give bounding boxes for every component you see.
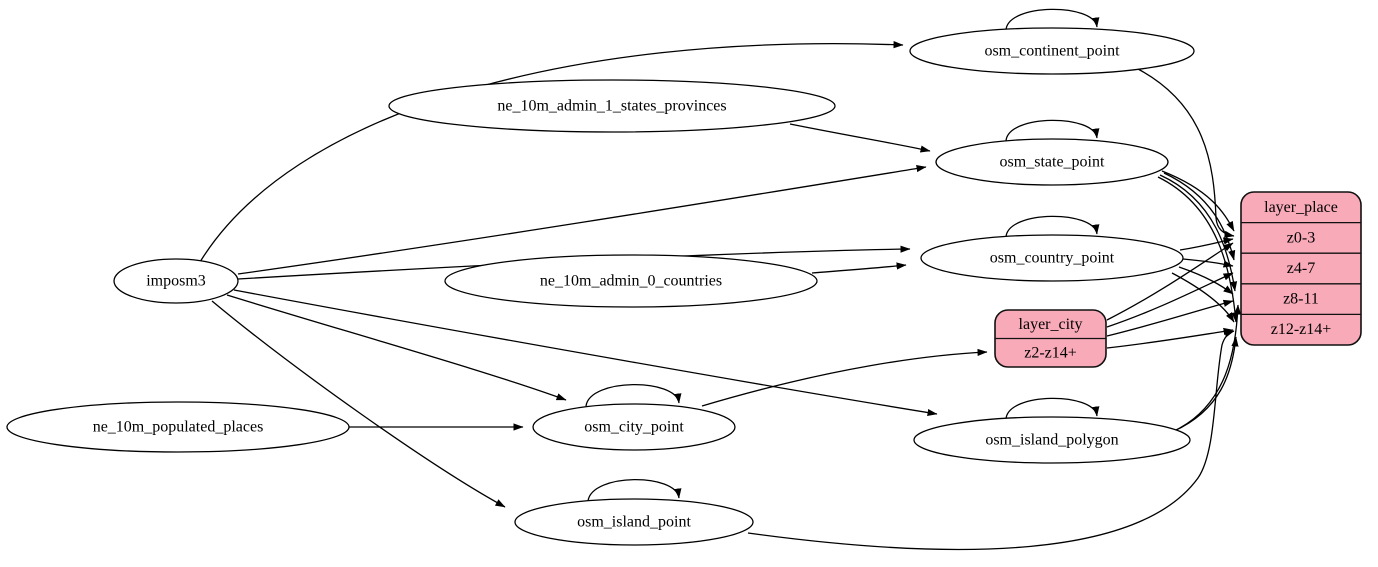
edge-osm_city_point-to-osm_city_point-self-loop <box>585 383 682 407</box>
edge-osm_country_point-to-layer_place:z8-11 <box>1178 266 1234 295</box>
record-shape-layer_place <box>1240 191 1362 346</box>
node-osm_country_point: osm_country_point <box>920 234 1184 282</box>
node-label-osm_continent_point: osm_continent_point <box>984 43 1120 60</box>
record-layer_city: layer_city z2-z14+ <box>994 309 1107 368</box>
edge-layer <box>199 8 1242 551</box>
node-shape-osm_country_point <box>920 234 1184 282</box>
edge-osm_island_polygon-to-layer_place:z12-z14+ <box>1173 336 1239 432</box>
node-shape-ne_10m_admin_1_states_provinces <box>388 79 836 133</box>
node-label-osm_island_polygon: osm_island_polygon <box>985 432 1118 449</box>
node-layer: imposm3 ne_10m_populated_places ne_10m_adm… <box>6 27 1362 546</box>
node-shape-osm_state_point <box>935 138 1169 186</box>
edge-osm_city_point-to-layer_city:z2-z14+ <box>701 348 988 407</box>
edge-osm_state_point-to-osm_state_point-self-loop <box>1005 119 1100 142</box>
node-label-ne_10m_admin_1_states_provinces: ne_10m_admin_1_states_provinces <box>497 98 726 115</box>
edge-osm_country_point-to-osm_country_point-self-loop <box>1005 215 1100 238</box>
edge-imposm3-to-osm_island_polygon <box>233 289 938 417</box>
record-row-layer_place-z8-11: z8-11 <box>1283 291 1319 308</box>
edge-layer_city-to-layer_place:z4-7 <box>1106 272 1234 328</box>
edge-osm_country_point-to-layer_place:z12-z14+ <box>1171 272 1235 323</box>
edge-layer_city-to-layer_place:z0-3 <box>1106 242 1234 321</box>
record-row-layer_place-z4-7: z4-7 <box>1287 260 1315 277</box>
node-shape-ne_10m_populated_places <box>6 401 350 453</box>
node-ne_10m_admin_0_countries: ne_10m_admin_0_countries <box>444 254 818 308</box>
edge-imposm3-to-osm_island_point <box>211 300 506 508</box>
edge-osm_continent_point-to-osm_continent_point-self-loop <box>1005 8 1100 31</box>
node-shape-ne_10m_admin_0_countries <box>444 254 818 308</box>
node-shape-osm_island_polygon <box>913 416 1191 464</box>
edge-imposm3-to-osm_city_point <box>226 294 567 401</box>
edge-ne_10m_admin_0_countries-to-osm_country_point <box>811 262 907 274</box>
edge-imposm3-to-osm_state_point <box>237 164 927 275</box>
edge-osm_state_point-to-layer_place:z0-3 <box>1161 170 1235 232</box>
edge-osm_continent_point-to-layer_place:z0-3 <box>1137 68 1235 238</box>
node-label-imposm3: imposm3 <box>146 273 206 290</box>
edge-osm_country_point-to-layer_place:z4-7 <box>1182 258 1234 268</box>
node-shape-osm_continent_point <box>909 27 1195 75</box>
record-row-layer_place-z0-3: z0-3 <box>1287 229 1315 246</box>
node-shape-osm_city_point <box>532 403 736 451</box>
node-ne_10m_populated_places: ne_10m_populated_places <box>6 401 350 453</box>
edge-osm_country_point-to-layer_place:z0-3 <box>1179 237 1234 251</box>
edge-osm_state_point-to-layer_place:z12-z14+ <box>1157 176 1239 323</box>
node-osm_island_point: osm_island_point <box>514 498 754 546</box>
edge-osm_island_polygon-to-layer_place:z8-11 <box>1179 304 1242 429</box>
edge-layer_city-to-layer_place:z8-11 <box>1106 299 1234 337</box>
node-label-ne_10m_admin_0_countries: ne_10m_admin_0_countries <box>540 273 722 290</box>
edge-imposm3-to-osm_continent_point <box>199 41 904 263</box>
node-label-osm_city_point: osm_city_point <box>584 419 684 436</box>
record-row-layer_city-z2-z14+: z2-z14+ <box>1024 344 1077 361</box>
node-label-osm_island_point: osm_island_point <box>577 514 691 531</box>
record-title-layer_place: layer_place <box>1264 199 1338 216</box>
node-label-ne_10m_populated_places: ne_10m_populated_places <box>93 419 264 436</box>
record-layer_place: layer_place z0-3 z4-7 z8-11 z12-z14+ <box>1240 191 1362 346</box>
node-shape-imposm3 <box>113 258 239 304</box>
node-ne_10m_admin_1_states_provinces: ne_10m_admin_1_states_provinces <box>388 79 836 133</box>
edge-ne_10m_admin_1_states_provinces-to-osm_state_point <box>789 123 931 153</box>
node-label-osm_country_point: osm_country_point <box>990 250 1115 267</box>
edge-layer_city-to-layer_place:z12-z14+ <box>1106 327 1234 349</box>
record-row-layer_place-z12-z14+: z12-z14+ <box>1271 321 1332 338</box>
node-osm_state_point: osm_state_point <box>935 138 1169 186</box>
node-shape-osm_island_point <box>514 498 754 546</box>
node-label-osm_state_point: osm_state_point <box>1000 154 1105 171</box>
node-imposm3: imposm3 <box>113 258 239 304</box>
edge-osm_island_point-to-osm_island_point-self-loop <box>587 478 682 502</box>
edge-osm_island_polygon-to-osm_island_polygon-self-loop <box>1005 397 1100 420</box>
node-osm_island_polygon: osm_island_polygon <box>913 416 1191 464</box>
node-osm_continent_point: osm_continent_point <box>909 27 1195 75</box>
record-title-layer_city: layer_city <box>1019 316 1083 333</box>
edge-osm_island_point-to-layer_place:z12-z14+ <box>747 330 1235 551</box>
node-osm_city_point: osm_city_point <box>532 403 736 451</box>
